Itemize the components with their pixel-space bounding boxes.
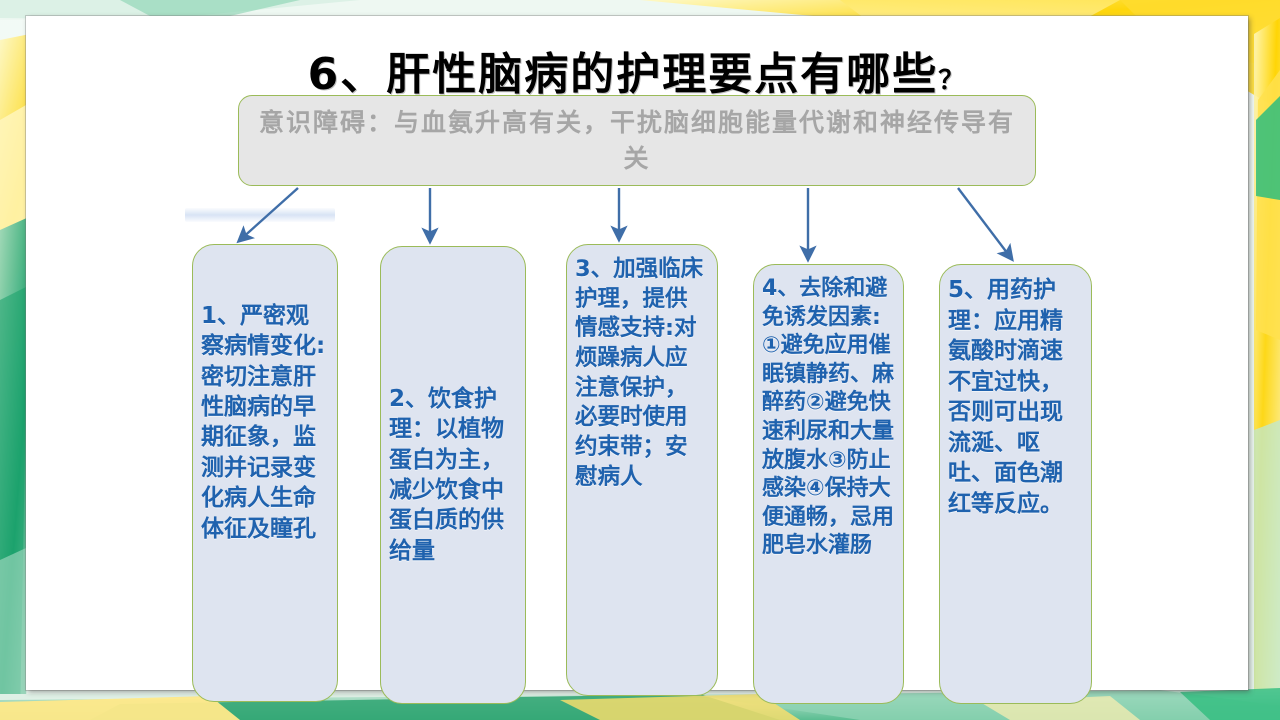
nursing-point-text-1: 1、严密观察病情变化:密切注意肝性脑病的早期征象，监测并记录变化病人生命体征及瞳…: [201, 303, 326, 542]
content-panel: 6、肝性脑病的护理要点有哪些？ 意识障碍：与血氨升高有关，干扰脑细胞能量代谢和神…: [26, 16, 1248, 704]
page-title-question-mark: ？: [938, 66, 967, 96]
root-concept-text: 意识障碍：与血氨升高有关，干扰脑细胞能量代谢和神经传导有关: [258, 108, 1015, 173]
connector-arrow-group: [236, 187, 1014, 263]
nursing-point-text-5: 5、用药护理：应用精氨酸时滴速不宜过快，否则可出现流涎、呕吐、面色潮红等反应。: [948, 277, 1063, 518]
nursing-point-box-1[interactable]: 1、严密观察病情变化:密切注意肝性脑病的早期征象，监测并记录变化病人生命体征及瞳…: [192, 244, 338, 702]
nursing-point-box-4[interactable]: 4、去除和避免诱发因素:①避免应用催眠镇静药、麻醉药②避免快速利尿和大量放腹水③…: [753, 264, 904, 704]
artifact-bar: [185, 208, 335, 222]
page-title: 6、肝性脑病的护理要点有哪些？: [26, 38, 1248, 102]
nursing-point-text-4: 4、去除和避免诱发因素:①避免应用催眠镇静药、麻醉药②避免快速利尿和大量放腹水③…: [762, 276, 895, 559]
arrow-to-box-5: [957, 187, 1014, 262]
nursing-point-box-2[interactable]: 2、饮食护理：以植物蛋白为主，减少饮食中蛋白质的供给量: [380, 246, 526, 704]
root-concept-box[interactable]: 意识障碍：与血氨升高有关，干扰脑细胞能量代谢和神经传导有关: [238, 95, 1036, 186]
nursing-point-box-3[interactable]: 3、加强临床护理，提供情感支持:对烦躁病人应注意保护，必要时使用约束带；安慰病人: [566, 244, 718, 696]
nursing-point-text-3: 3、加强临床护理，提供情感支持:对烦躁病人应注意保护，必要时使用约束带；安慰病人: [575, 256, 704, 490]
nursing-point-box-5[interactable]: 5、用药护理：应用精氨酸时滴速不宜过快，否则可出现流涎、呕吐、面色潮红等反应。: [939, 264, 1092, 704]
arrow-to-box-1: [236, 187, 299, 244]
page-title-text: 6、肝性脑病的护理要点有哪些: [307, 49, 939, 100]
nursing-point-text-2: 2、饮食护理：以植物蛋白为主，减少饮食中蛋白质的供给量: [389, 385, 504, 564]
